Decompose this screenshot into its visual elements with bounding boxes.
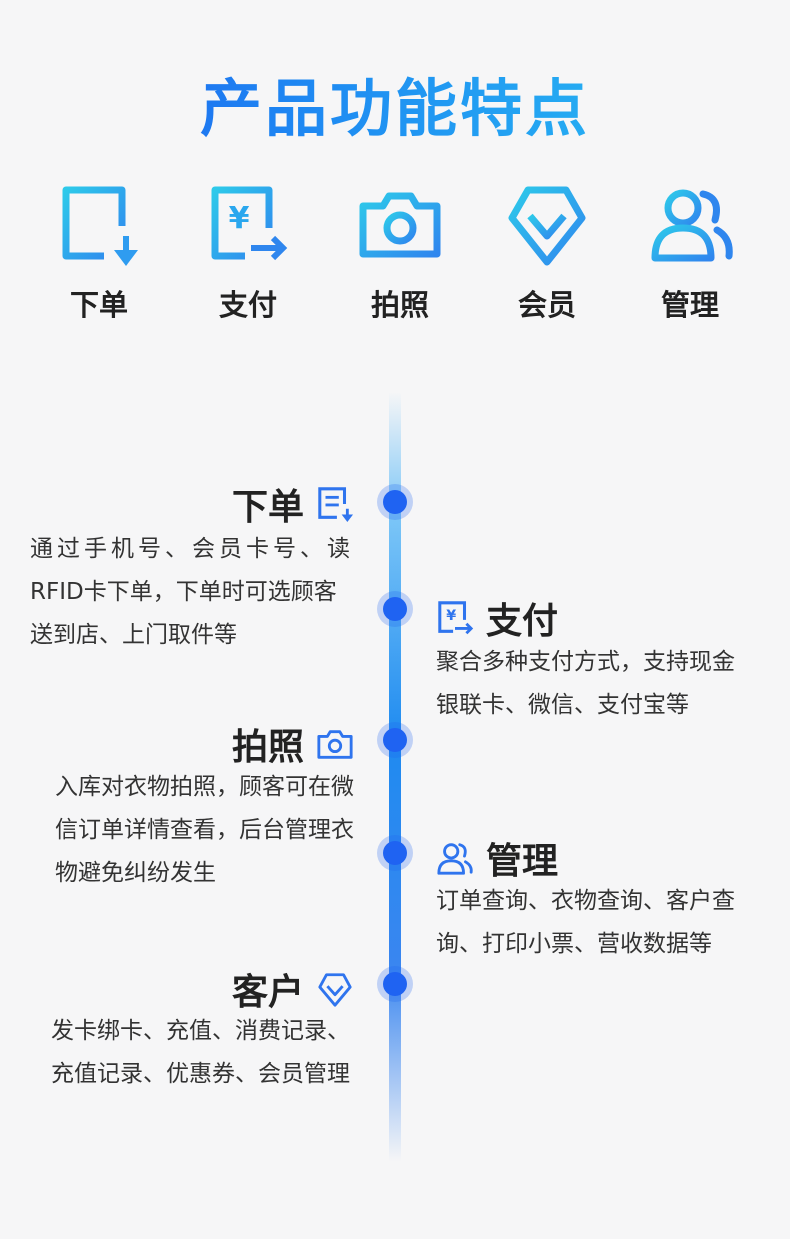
camera-icon — [359, 192, 441, 258]
feature-label: 拍照 — [370, 288, 429, 322]
heading-text: 支付 — [486, 601, 559, 642]
timeline-heading-payment: ¥ 支付 — [436, 592, 558, 644]
heading-text: 客户 — [231, 972, 304, 1013]
desc-line: RFID卡下单，下单时可选顾客 — [30, 579, 337, 605]
feature-label: 会员 — [517, 288, 576, 322]
desc-line: 银联卡、微信、支付宝等 — [436, 692, 689, 718]
heading-text: 管理 — [486, 841, 559, 882]
feature-manage: 管理 — [625, 178, 755, 324]
svg-text:¥: ¥ — [229, 201, 250, 236]
payment-icon: ¥ — [211, 186, 288, 261]
svg-text:¥: ¥ — [446, 608, 456, 624]
timeline-heading-order: 下单 — [232, 478, 354, 530]
timeline-dot — [377, 835, 413, 871]
users-icon — [437, 843, 473, 875]
feature-member: 会员 — [482, 178, 612, 324]
desc-line: 物避免纠纷发生 — [55, 860, 216, 886]
feature-label: 管理 — [660, 288, 719, 322]
timeline-desc-customer: 发卡绑卡、充值、消费记录、 充值记录、优惠券、会员管理 — [51, 1010, 350, 1096]
timeline-line — [389, 392, 401, 1162]
desc-line: 发卡绑卡、充值、消费记录、 — [51, 1018, 350, 1044]
diamond-icon — [318, 973, 352, 1007]
desc-line: 信订单详情查看，后台管理衣 — [55, 817, 354, 843]
timeline-heading-manage: 管理 — [436, 832, 558, 884]
desc-line: 聚合多种支付方式，支持现金 — [436, 649, 735, 675]
feature-order: 下单 — [34, 178, 164, 324]
heading-text: 下单 — [231, 487, 304, 528]
order-icon — [318, 487, 354, 523]
timeline-dot — [377, 484, 413, 520]
order-icon — [62, 186, 138, 266]
timeline-desc-payment: 聚合多种支付方式，支持现金 银联卡、微信、支付宝等 — [436, 641, 735, 727]
feature-camera: 拍照 — [335, 178, 465, 324]
desc-line: 订单查询、衣物查询、客户查 — [436, 888, 735, 914]
desc-line: 通过手机号、会员卡号、读 — [30, 536, 354, 562]
feature-label: 支付 — [218, 288, 277, 322]
desc-line: 送到店、上门取件等 — [30, 622, 237, 648]
desc-line: 入库对衣物拍照，顾客可在微 — [55, 774, 354, 800]
timeline-desc-order: 通过手机号、会员卡号、读 RFID卡下单，下单时可选顾客 送到店、上门取件等 — [30, 528, 354, 657]
payment-icon: ¥ — [438, 601, 474, 635]
camera-icon — [317, 730, 353, 759]
timeline-dot — [377, 722, 413, 758]
heading-text: 拍照 — [231, 727, 304, 768]
page-title: 产品功能特点 — [0, 58, 790, 148]
timeline-desc-camera: 入库对衣物拍照，顾客可在微 信订单详情查看，后台管理衣 物避免纠纷发生 — [55, 766, 354, 895]
timeline-dot — [377, 966, 413, 1002]
diamond-icon — [508, 186, 586, 266]
timeline-dot — [377, 591, 413, 627]
desc-line: 询、打印小票、营收数据等 — [436, 931, 712, 957]
timeline-heading-camera: 拍照 — [232, 718, 354, 770]
users-icon — [651, 189, 733, 262]
feature-payment: ¥ 支付 — [183, 178, 313, 324]
feature-label: 下单 — [69, 288, 128, 322]
desc-line: 充值记录、优惠券、会员管理 — [51, 1061, 350, 1087]
timeline-heading-customer: 客户 — [232, 963, 354, 1015]
timeline-desc-manage: 订单查询、衣物查询、客户查 询、打印小票、营收数据等 — [436, 880, 735, 966]
